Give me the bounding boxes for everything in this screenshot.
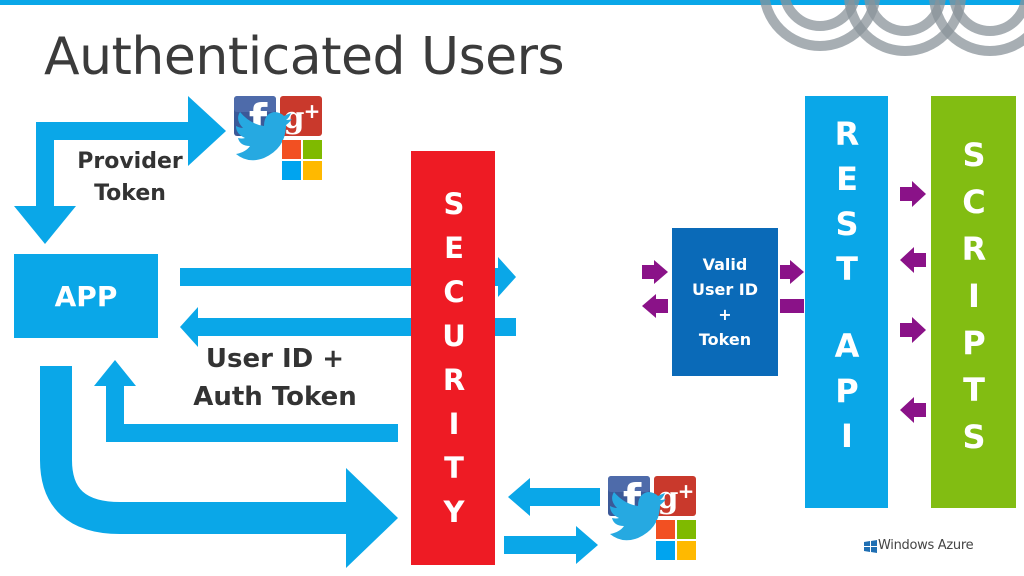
provider-token-line: Provider — [77, 149, 183, 174]
userid-auth-line: Auth Token — [193, 382, 357, 412]
security-letter: C — [443, 275, 465, 309]
auth-return-arrow — [94, 360, 398, 442]
security-letter: E — [444, 231, 464, 265]
userid-auth-token-label: User ID + Auth Token — [190, 340, 360, 416]
valid-user-label: Valid User ID + Token — [672, 228, 778, 376]
valid-user-line: Valid — [702, 255, 748, 274]
provider-icons-bottom: f g + — [608, 475, 696, 560]
security-letter: U — [442, 319, 466, 353]
top-accent-bar — [0, 0, 1024, 5]
security-letter: I — [448, 407, 460, 441]
security-letter: R — [442, 363, 466, 397]
provider-loop-arrow — [14, 96, 226, 244]
rest-api-letter: T — [836, 250, 858, 288]
google-plus-icon: g + — [654, 476, 696, 516]
decorative-rings — [759, 0, 1024, 56]
scripts-letter: S — [962, 418, 986, 456]
app-label: APP — [54, 279, 118, 313]
app-box — [14, 254, 158, 338]
purple-arrow-in-rest — [780, 260, 804, 284]
valid-user-line: Token — [698, 330, 752, 349]
valid-user-box — [672, 228, 778, 376]
twitter-icon — [610, 492, 666, 541]
twitter-icon — [236, 112, 292, 161]
microsoft-icon — [282, 140, 322, 180]
purple-arrow-scripts-to-rest-2 — [900, 397, 926, 423]
valid-user-line: + — [718, 305, 732, 324]
scripts-letter: P — [962, 324, 986, 362]
microsoft-icon — [656, 520, 696, 560]
svg-text:g: g — [284, 101, 305, 136]
purple-arrow-rest-to-scripts-1 — [900, 181, 926, 207]
security-letter: S — [443, 187, 465, 221]
provider-to-security-arrow — [508, 478, 600, 516]
rest-api-letter: E — [836, 160, 858, 198]
rest-api-letter: S — [835, 205, 859, 243]
purple-arrow-rest-to-scripts-2 — [900, 317, 926, 343]
provider-token-label: Provider Token — [70, 146, 190, 210]
scripts-letter: C — [962, 183, 986, 221]
svg-text:+: + — [678, 479, 695, 503]
security-to-provider-arrow — [504, 526, 598, 564]
provider-icons-top: f g + — [234, 95, 322, 180]
windows-azure-logo-icon — [864, 540, 877, 553]
app-to-security-curve-arrow — [40, 366, 398, 568]
rest-api-letter: A — [834, 327, 860, 365]
rest-api-letter: I — [841, 417, 853, 455]
security-letter: T — [444, 451, 464, 485]
purple-arrow-in-left — [642, 260, 668, 284]
windows-azure-wordmark: Windows Azure — [878, 538, 974, 553]
purple-arrow-out-left — [642, 294, 668, 318]
security-letter: Y — [443, 495, 465, 529]
rest-api-letter: P — [835, 372, 859, 410]
page-title: Authenticated Users — [44, 27, 565, 87]
scripts-letter: T — [963, 371, 985, 409]
purple-arrow-out-rest — [780, 299, 804, 313]
scripts-letter: I — [968, 277, 980, 315]
rest-api-letter: R — [834, 115, 860, 153]
security-bar — [411, 151, 495, 565]
purple-arrow-scripts-to-rest-1 — [900, 247, 926, 273]
userid-auth-line: User ID + — [205, 344, 345, 374]
rest-api-bar — [805, 96, 888, 508]
scripts-bar — [931, 96, 1016, 508]
google-plus-icon: g + — [280, 96, 322, 136]
scripts-letter: R — [961, 230, 987, 268]
valid-user-line: User ID — [691, 280, 759, 299]
provider-token-line: Token — [94, 181, 166, 206]
svg-text:g: g — [658, 481, 679, 516]
scripts-letter: S — [962, 136, 986, 174]
svg-text:+: + — [304, 99, 321, 123]
